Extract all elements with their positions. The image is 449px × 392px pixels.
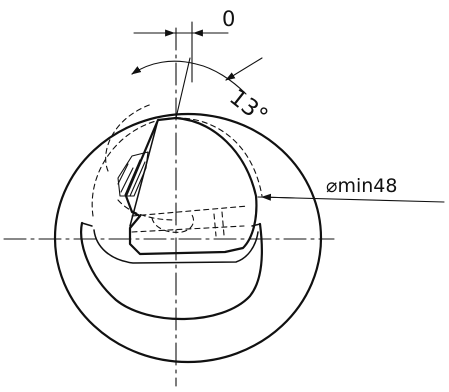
hidden-chord-1 [131, 205, 249, 217]
ball-facet-left [117, 151, 149, 197]
swing-arc [105, 103, 153, 172]
tilted-axis-line [175, 57, 191, 119]
diameter-arrow [261, 193, 297, 201]
seat-pocket-inner [93, 229, 259, 264]
angle-arc [131, 60, 247, 95]
angle-leader [225, 57, 263, 81]
ball-facet-hatch [117, 159, 146, 197]
hidden-bore [151, 214, 195, 233]
seat-pocket [80, 221, 263, 321]
diameter-label: ⌀min48 [326, 175, 397, 197]
outer-circle [53, 112, 323, 364]
seat-lip-left [81, 222, 93, 227]
angle-label: 13° [224, 84, 272, 130]
hidden-step [213, 211, 225, 237]
rotated-ball [124, 116, 258, 256]
hidden-lower-arc [117, 199, 177, 221]
hidden-chord-2 [131, 225, 245, 233]
offset-label: 0 [222, 7, 235, 31]
